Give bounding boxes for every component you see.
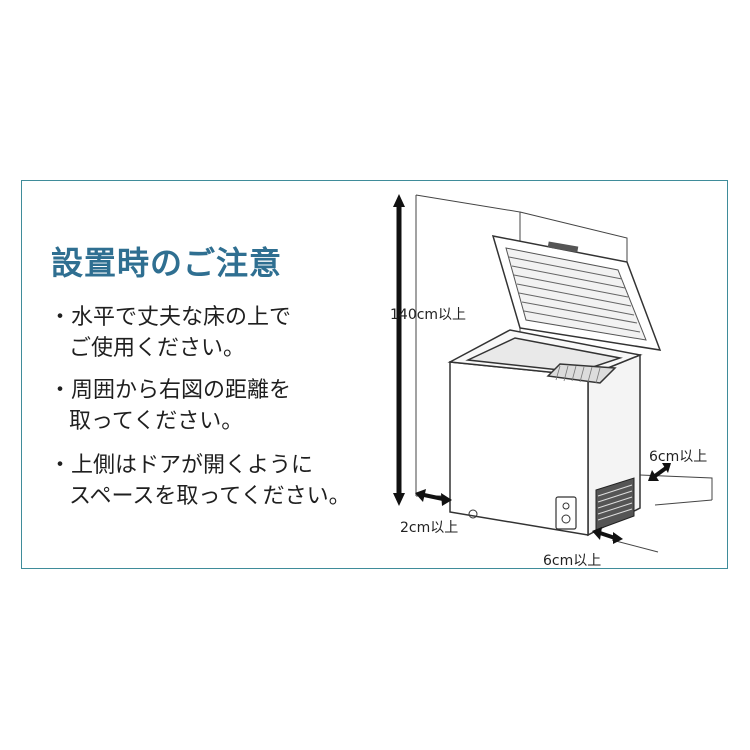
page-title: 設置時のご注意 [51,244,283,282]
note-line: 上側はドアが開くように [49,450,351,481]
left-clearance-arrow [415,489,452,506]
vent-grille [595,477,635,531]
note-line: ご使用ください。 [69,336,246,361]
bottom-clearance-label: 6cm以上 [543,553,602,569]
note-line: 周囲から右図の距離を [49,375,291,406]
note-clearance: 周囲から右図の距離を 取ってください。 [49,375,291,437]
freezer-body [447,329,643,537]
note-door-space: 上側はドアが開くように スペースを取ってください。 [49,450,351,512]
back-clearance-arrow [648,463,671,481]
control-panel [555,496,577,530]
back-clearance-label: 6cm以上 [649,449,708,465]
left-clearance-label: 2cm以上 [400,520,459,536]
note-line: スペースを取ってください。 [69,484,351,509]
height-clearance-label: 140cm以上 [390,307,467,323]
bottom-clearance-arrow [592,527,623,544]
note-line: 水平で丈夫な床の上で [49,302,291,333]
note-line: 取ってください。 [69,409,244,434]
height-arrow [393,194,405,506]
open-lid [491,235,662,351]
notice-frame [21,180,728,569]
drain-cap [468,509,478,519]
note-level-floor: 水平で丈夫な床の上で ご使用ください。 [49,302,291,364]
